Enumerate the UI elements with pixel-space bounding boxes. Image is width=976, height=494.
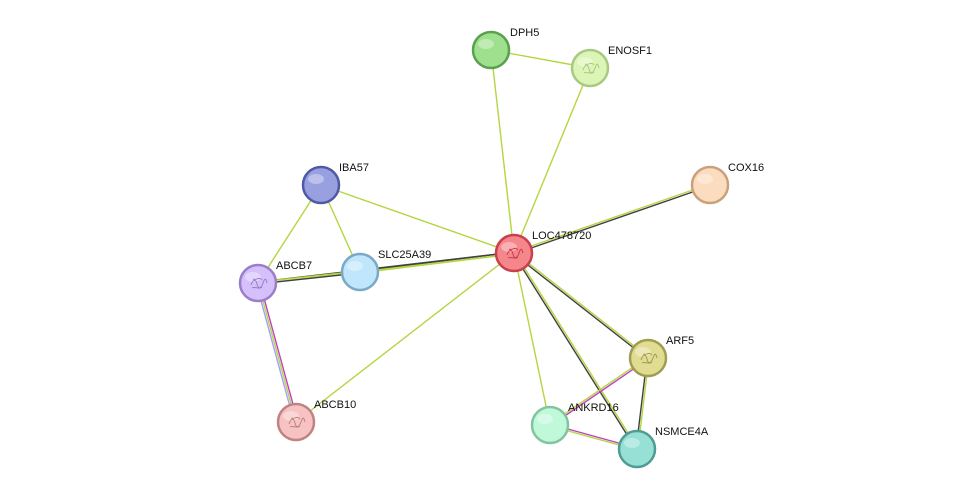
edge-evidence-line (514, 252, 639, 449)
node-highlight (478, 39, 494, 49)
node-highlight (347, 261, 363, 271)
node-highlight (501, 242, 517, 252)
node-NSMCE4A[interactable]: NSMCE4A (617, 426, 709, 469)
node-COX16[interactable]: COX16 (690, 162, 764, 205)
edge-evidence-line (513, 67, 591, 254)
node-label: SLC25A39 (378, 249, 431, 261)
node-ANKRD16[interactable]: ANKRD16 (530, 402, 619, 445)
node-label: IBA57 (339, 162, 369, 174)
edge-evidence-line (549, 356, 648, 425)
node-circle[interactable] (340, 252, 380, 292)
node-ABCB10[interactable]: ABCB10 (276, 399, 356, 442)
node-circle[interactable] (276, 402, 316, 442)
edge-LOC478720-ARF5[interactable] (513, 251, 649, 360)
node-highlight (537, 414, 553, 424)
node-ENOSF1[interactable]: ENOSF1 (570, 45, 652, 88)
node-highlight (577, 57, 593, 67)
node-circle[interactable] (471, 30, 511, 70)
edges-layer (255, 49, 711, 451)
node-circle[interactable] (530, 405, 570, 445)
node-label: ABCB7 (276, 260, 312, 272)
protein-structure-icon (582, 62, 600, 74)
node-IBA57[interactable]: IBA57 (301, 162, 369, 205)
node-highlight (308, 174, 324, 184)
edge-LOC478720-COX16[interactable] (513, 183, 711, 255)
node-ARF5[interactable]: ARF5 (628, 335, 694, 378)
node-highlight (624, 438, 640, 448)
edge-LOC478720-ABCB10[interactable] (295, 252, 515, 423)
edge-evidence-line (255, 283, 295, 423)
protein-structure-icon (640, 352, 658, 364)
edge-LOC478720-ENOSF1[interactable] (513, 67, 591, 254)
node-SLC25A39[interactable]: SLC25A39 (340, 249, 431, 292)
node-label: ABCB10 (314, 399, 356, 411)
edge-IBA57-ABCB7[interactable] (257, 184, 322, 284)
node-label: COX16 (728, 162, 764, 174)
node-circle[interactable] (628, 338, 668, 378)
protein-structure-icon (288, 416, 306, 428)
edge-LOC478720-ANKRD16[interactable] (513, 252, 551, 426)
edge-evidence-line (514, 251, 649, 358)
edge-evidence-line (259, 282, 299, 422)
edge-evidence-line (490, 49, 515, 254)
edge-LOC478720-DPH5[interactable] (490, 49, 515, 254)
edge-LOC478720-NSMCE4A[interactable] (512, 252, 639, 450)
edge-ARF5-ANKRD16[interactable] (549, 356, 649, 427)
node-label: LOC478720 (532, 230, 591, 242)
node-circle[interactable] (494, 233, 534, 273)
node-circle[interactable] (690, 165, 730, 205)
node-highlight (635, 347, 651, 357)
node-label: ARF5 (666, 335, 694, 347)
node-circle[interactable] (238, 263, 278, 303)
node-LOC478720[interactable]: LOC478720 (494, 230, 591, 273)
node-ABCB7[interactable]: ABCB7 (238, 260, 312, 303)
edge-evidence-line (514, 185, 711, 255)
node-highlight (245, 272, 261, 282)
edge-evidence-line (550, 358, 649, 427)
node-label: NSMCE4A (655, 426, 709, 438)
node-label: ANKRD16 (568, 402, 619, 414)
edge-LOC478720-IBA57[interactable] (320, 184, 515, 254)
edge-evidence-line (513, 253, 648, 360)
edge-evidence-line (513, 252, 551, 426)
node-circle[interactable] (617, 429, 657, 469)
edge-evidence-line (257, 282, 297, 423)
node-label: ENOSF1 (608, 45, 652, 57)
protein-structure-icon (250, 277, 268, 289)
edge-ABCB7-ABCB10[interactable] (255, 282, 299, 423)
node-DPH5[interactable]: DPH5 (471, 27, 539, 70)
edge-evidence-line (295, 252, 515, 423)
node-circle[interactable] (301, 165, 341, 205)
node-highlight (283, 411, 299, 421)
edge-evidence-line (257, 184, 322, 284)
edge-evidence-line (320, 184, 515, 254)
protein-structure-icon (506, 247, 524, 259)
node-highlight (697, 174, 713, 184)
edge-evidence-line (512, 253, 637, 450)
node-label: DPH5 (510, 27, 539, 39)
edge-evidence-line (513, 183, 710, 253)
node-circle[interactable] (570, 48, 610, 88)
